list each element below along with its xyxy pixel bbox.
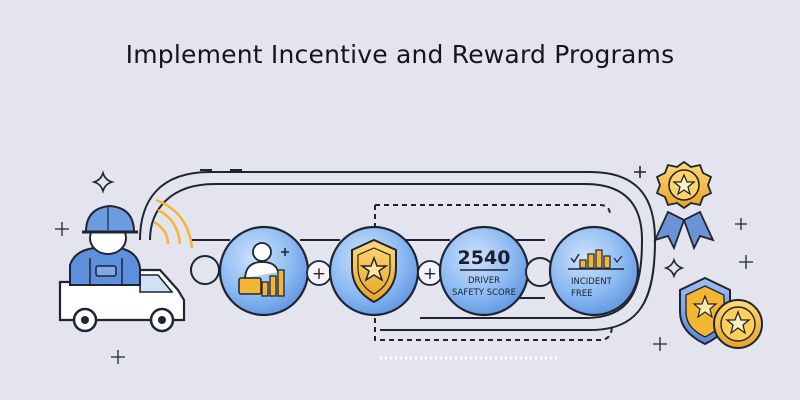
safety-score-value: 2540 (458, 247, 511, 269)
incident-free-label-line1: INCIDENT (571, 277, 613, 287)
safety-score-label-line1: DRIVER (468, 276, 500, 286)
start-node (190, 255, 220, 285)
connector-plus-label: + (423, 264, 437, 284)
driver-progress-icon (238, 242, 289, 297)
connector-plus-1: + (306, 260, 332, 286)
step-circle-safety-score: 2540 DRIVER SAFETY SCORE (438, 225, 530, 317)
step-circle-shield (328, 225, 420, 317)
connector-plus-2: + (417, 260, 443, 286)
incident-free-label-line2: FREE (571, 289, 593, 299)
reward-coin-icon (713, 299, 763, 349)
shield-star-icon (351, 238, 397, 304)
step-circle-driver (218, 225, 310, 317)
connector-plus-label: + (312, 264, 326, 284)
bar-chart-icon (568, 249, 624, 270)
step-circle-incident-free: INCIDENT FREE (548, 225, 640, 317)
sparkle-decorations (55, 166, 753, 364)
award-medal-icon (653, 160, 715, 251)
page-title: Implement Incentive and Reward Programs (125, 40, 675, 69)
safety-score-label-line2: SAFETY SCORE (452, 288, 516, 298)
driver-truck-illustration (58, 198, 194, 333)
